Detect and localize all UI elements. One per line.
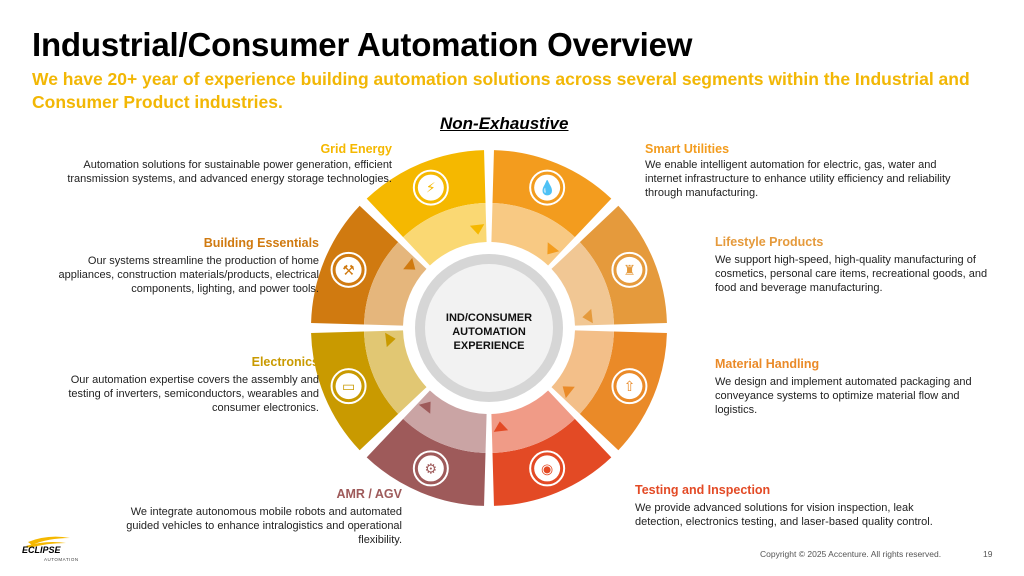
water-drop-icon: 💧 [529, 169, 566, 206]
center-disc [425, 264, 553, 392]
svg-text:♜: ♜ [623, 263, 636, 279]
lightning-icon: ⚡ [412, 169, 449, 206]
segment-arrow-3 [562, 386, 575, 399]
svg-text:⚒: ⚒ [342, 263, 355, 279]
segment-title-lifestyle-products: Lifestyle Products [715, 235, 824, 249]
center-label-1: IND/CONSUMER [446, 312, 532, 324]
segment-title-amr-agv: AMR / AGV [336, 487, 402, 501]
segment-arrow-4 [493, 421, 509, 432]
segment-title-building-essentials: Building Essentials [203, 236, 319, 250]
eclipse-logo-icon [26, 536, 70, 548]
page-title: Industrial/Consumer Automation Overview [32, 26, 693, 63]
svg-text:💧: 💧 [538, 180, 555, 197]
segment-desc-smart-utilities: We enable intelligent automation for ele… [645, 159, 951, 200]
segment-desc-electronics: Our automation expertise covers the asse… [68, 374, 319, 415]
segment-title-grid-energy: Grid Energy [320, 142, 392, 156]
segment-title-smart-utilities: Smart Utilities [645, 142, 730, 156]
segment-arrow-2 [582, 308, 593, 324]
segment-arc-inner-4 [491, 390, 575, 453]
copyright-text: Copyright © 2025 Accenture. All rights r… [760, 549, 942, 559]
center-label-3: EXPERIENCE [454, 340, 525, 352]
eye-icon: ◉ [529, 450, 566, 487]
robot-arm-icon: ⚙ [412, 450, 449, 487]
segment-arrow-0 [469, 224, 485, 235]
logo-subtext: AUTOMATION [44, 557, 79, 562]
battery-icon: ▭ [330, 368, 367, 405]
segment-arc-inner-0 [403, 203, 487, 266]
segment-arc-inner-6 [364, 330, 427, 414]
segment-desc-amr-agv: We integrate autonomous mobile robots an… [126, 506, 402, 547]
segment-arrow-6 [385, 332, 396, 348]
svg-text:⚡: ⚡ [426, 181, 436, 197]
package-icon: ⇧ [611, 368, 648, 405]
segment-arrow-7 [403, 257, 416, 270]
segment-desc-lifestyle-products: We support high-speed, high-quality manu… [715, 254, 988, 295]
center-label-2: AUTOMATION [452, 326, 526, 338]
segment-title-electronics: Electronics [251, 355, 319, 369]
page-number: 19 [983, 549, 993, 559]
non-exhaustive-tag: Non-Exhaustive [440, 114, 569, 133]
segment-title-testing-inspection: Testing and Inspection [635, 483, 771, 497]
segment-title-material-handling: Material Handling [715, 357, 820, 371]
svg-text:◉: ◉ [541, 461, 553, 477]
segment-desc-grid-energy: Automation solutions for sustainable pow… [67, 159, 392, 186]
svg-text:⇧: ⇧ [624, 379, 636, 395]
segment-desc-building-essentials: Our systems streamline the production of… [58, 255, 319, 296]
segment-arc-inner-2 [551, 242, 614, 326]
segment-desc-testing-inspection: We provide advanced solutions for vision… [635, 502, 933, 529]
tools-icon: ⚒ [330, 251, 367, 288]
logo-text: ECLIPSE [22, 545, 61, 555]
svg-text:▭: ▭ [342, 379, 355, 395]
segment-arrow-5 [418, 401, 431, 414]
page-subtitle: We have 20+ year of experience building … [32, 69, 970, 112]
svg-text:⚙: ⚙ [425, 461, 438, 477]
segment-desc-material-handling: We design and implement automated packag… [715, 376, 972, 417]
cosmetics-icon: ♜ [611, 251, 648, 288]
segment-arrow-1 [547, 242, 560, 255]
